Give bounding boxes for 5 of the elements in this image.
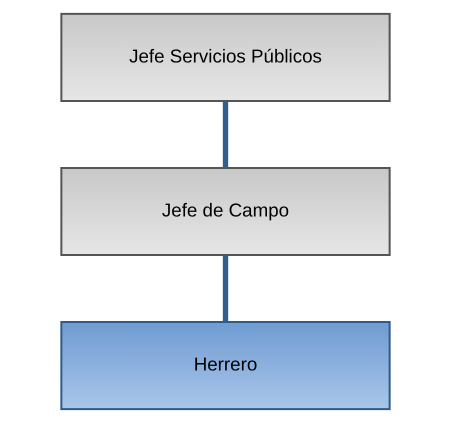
connector (222, 101, 228, 168)
node-box: Jefe de Campo (60, 166, 391, 256)
node-box: Herrero (60, 321, 391, 410)
node-box: Jefe Servicios Públicos (60, 12, 391, 102)
connector (222, 255, 228, 322)
